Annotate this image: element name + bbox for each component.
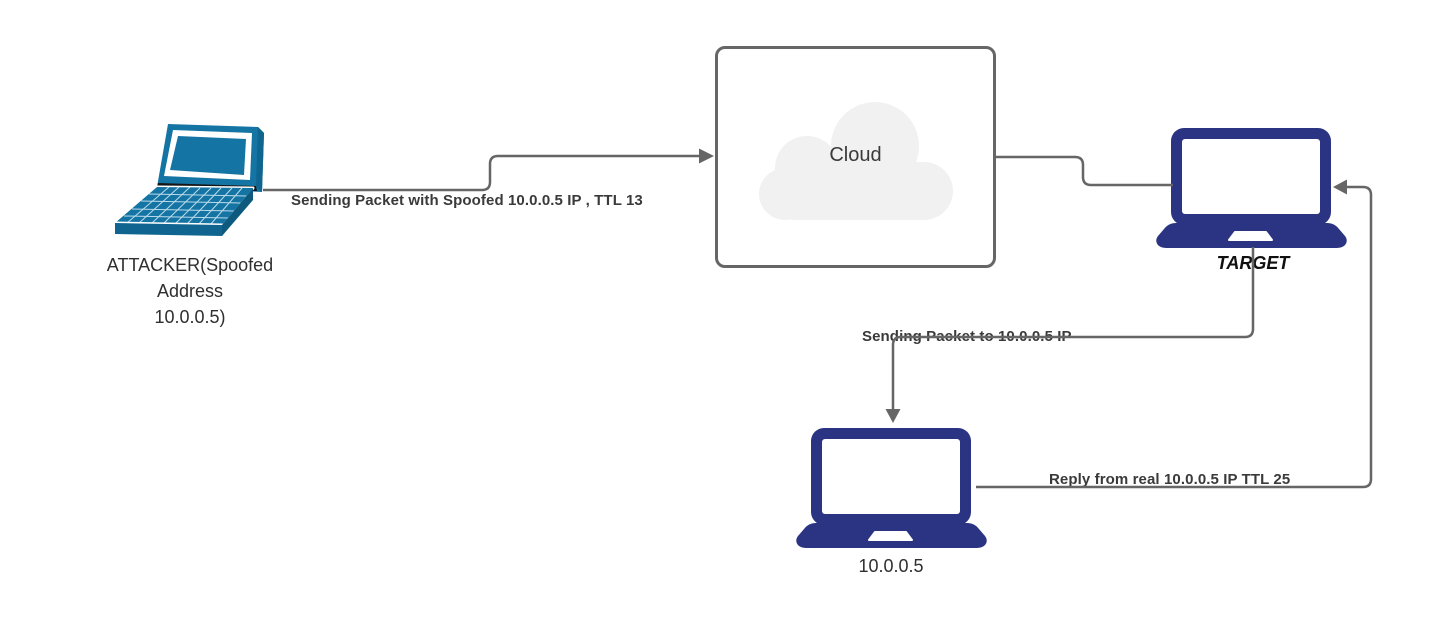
edge-label-attacker-to-cloud: Sending Packet with Spoofed 10.0.0.5 IP … — [291, 192, 643, 209]
laptop-3d-icon — [113, 122, 265, 238]
cloud-label: Cloud — [829, 144, 882, 166]
attacker-node — [112, 120, 265, 238]
target-node — [1155, 128, 1348, 248]
target-label: TARGET — [1216, 253, 1290, 273]
edge-label-target-to-real-host: Sending Packet to 10.0.0.5 IP — [862, 328, 1072, 345]
real-host-node — [795, 428, 988, 548]
laptop-icon — [1156, 128, 1347, 248]
arrowhead-right-icon — [699, 148, 714, 164]
cloud-icon — [759, 102, 953, 220]
real-host-label: 10.0.0.5 — [858, 556, 924, 576]
edge-label-real-host-to-target: Reply from real 10.0.0.5 IP TTL 25 — [1049, 471, 1291, 488]
attacker-label: ATTACKER(Spoofed Address 10.0.0.5) — [106, 255, 274, 327]
edge-attacker-to-cloud — [263, 148, 714, 192]
cloud-node: Cloud — [715, 46, 996, 268]
laptop-icon — [796, 428, 987, 548]
arrowhead-down-icon — [885, 409, 901, 423]
edge-cloud-to-target — [996, 155, 1173, 187]
